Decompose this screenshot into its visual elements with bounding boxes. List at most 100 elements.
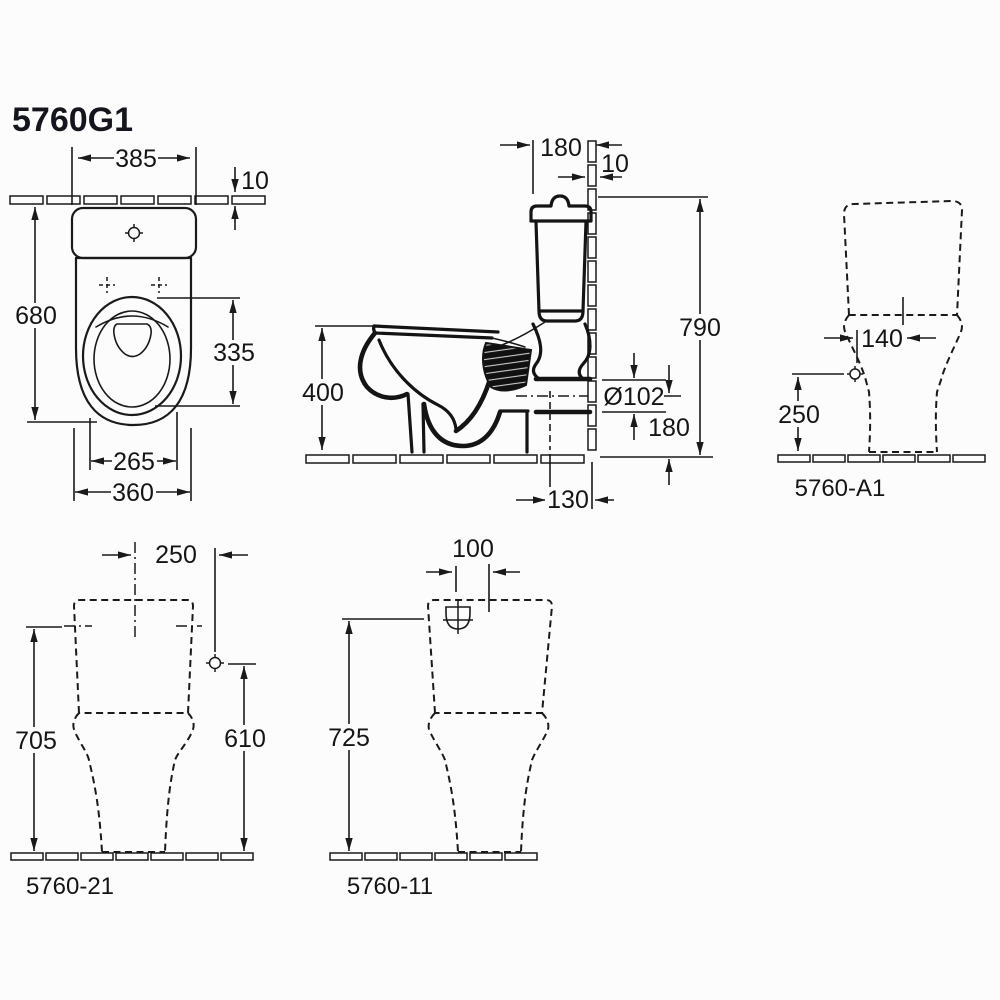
tile-segment (120, 195, 155, 205)
svg-text:335: 335 (213, 339, 255, 367)
tile-segment (434, 852, 468, 861)
dim-400-rim-height: 400 (300, 325, 374, 450)
svg-text:725: 725 (328, 724, 370, 752)
svg-text:610: 610 (224, 725, 266, 753)
tile-segment (587, 260, 597, 283)
tile-segment (587, 284, 597, 307)
tile-segment (83, 195, 118, 205)
tile-segment (231, 195, 266, 205)
view-label-21: 5760-21 (26, 873, 114, 900)
supply-hole-mark-21 (206, 548, 224, 672)
tile-segment (587, 164, 597, 187)
dim-250-supply-height: 250 (776, 377, 821, 451)
wall-tiles-top-view (9, 195, 266, 205)
bowl-inner-line (377, 338, 458, 431)
svg-text:265: 265 (113, 448, 155, 476)
dim-250-supply-offset-21: 250 (102, 541, 248, 569)
svg-text:705: 705 (15, 727, 57, 755)
rim-crescent-line (95, 315, 169, 328)
svg-text:180: 180 (540, 134, 582, 162)
tile-segment (812, 454, 846, 463)
dim-725-inlet-height: 725 (326, 618, 424, 851)
svg-text:400: 400 (302, 379, 344, 407)
dim-265-seat-width: 265 (89, 412, 178, 476)
front-view-a1: 140 250 5760-A1 (776, 200, 986, 502)
tile-segment (882, 454, 916, 463)
tile-segment (9, 195, 44, 205)
view-label-11: 5760-11 (347, 873, 433, 900)
tile-segment (10, 852, 44, 861)
page-title: 5760G1 (12, 101, 133, 139)
tile-segment (917, 454, 951, 463)
svg-text:360: 360 (112, 479, 154, 507)
svg-text:180: 180 (648, 414, 690, 442)
tile-segment (45, 852, 79, 861)
tile-segment (493, 454, 538, 464)
body-left-11 (427, 712, 459, 853)
dim-180-outlet-height: 180 (648, 365, 690, 485)
tile-segment (587, 236, 597, 259)
rim-section-hatch (482, 341, 533, 392)
tile-segment (399, 852, 433, 861)
dim-140-supply-offset: 140 (824, 325, 936, 363)
svg-text:10: 10 (241, 167, 269, 195)
svg-text:250: 250 (155, 541, 197, 569)
tile-segment (587, 404, 597, 427)
side-view: 180 10 790 400 Ø102 (300, 134, 723, 514)
dim-385-cistern-width: 385 (71, 145, 197, 205)
tile-segment (952, 454, 986, 463)
tile-segment (352, 454, 397, 464)
seat-hinge-mark-right (151, 277, 167, 293)
front-view-11: 100 725 5760-11 (326, 535, 553, 900)
tile-segment (847, 454, 881, 463)
svg-text:100: 100 (452, 535, 494, 563)
tile-segment (587, 356, 597, 379)
dim-10-wall-top: 10 (231, 167, 269, 230)
water-inlet-mark-11 (443, 599, 473, 634)
floor-tiles-21 (10, 852, 254, 861)
rear-view-21: 250 705 610 5760-21 (10, 541, 268, 900)
cistern-outline-21 (73, 599, 194, 714)
floor-tiles-11 (329, 852, 538, 861)
body-right-11 (520, 712, 550, 853)
pedestal-back-leg (498, 409, 530, 454)
tile-segment (329, 852, 363, 861)
seat-hinge-mark-left (99, 277, 115, 293)
tile-segment (220, 852, 254, 861)
tile-segment (540, 454, 585, 464)
dim-102-outlet-diameter: Ø102 (602, 353, 666, 440)
tile-segment (194, 195, 229, 205)
seat-side (371, 324, 500, 340)
svg-text:130: 130 (547, 486, 589, 514)
svg-text:10: 10 (601, 150, 629, 178)
tile-segment (305, 454, 350, 464)
tile-segment (587, 308, 597, 331)
svg-text:140: 140 (861, 325, 903, 353)
floor-tiles-side-view (305, 454, 585, 464)
tile-segment (587, 380, 597, 403)
dim-360-body-width: 360 (73, 428, 192, 507)
dim-130-outlet-wall-distance: 130 (516, 391, 614, 514)
svg-text:790: 790 (679, 314, 721, 342)
view-label-a1: 5760-A1 (795, 475, 886, 502)
cistern-outline-top (70, 206, 198, 260)
tile-segment (80, 852, 114, 861)
wall-tiles-side-view (587, 140, 597, 451)
body-left-21 (72, 712, 103, 853)
svg-text:385: 385 (115, 145, 157, 173)
body-right-21 (164, 712, 195, 853)
trapway-curve (421, 401, 503, 449)
tile-segment (364, 852, 398, 861)
dim-610-supply-height-21: 610 (222, 663, 268, 851)
bowl-front-outline (357, 330, 410, 401)
tile-segment (150, 852, 184, 861)
dim-680-depth: 680 (14, 207, 97, 423)
dim-10-wall-side: 10 (558, 150, 629, 181)
tile-segment (115, 852, 149, 861)
cistern-lid-side (529, 194, 593, 223)
tile-segment (777, 454, 811, 463)
tile-segment (446, 454, 491, 464)
supply-hole-mark-a1 (792, 366, 863, 382)
